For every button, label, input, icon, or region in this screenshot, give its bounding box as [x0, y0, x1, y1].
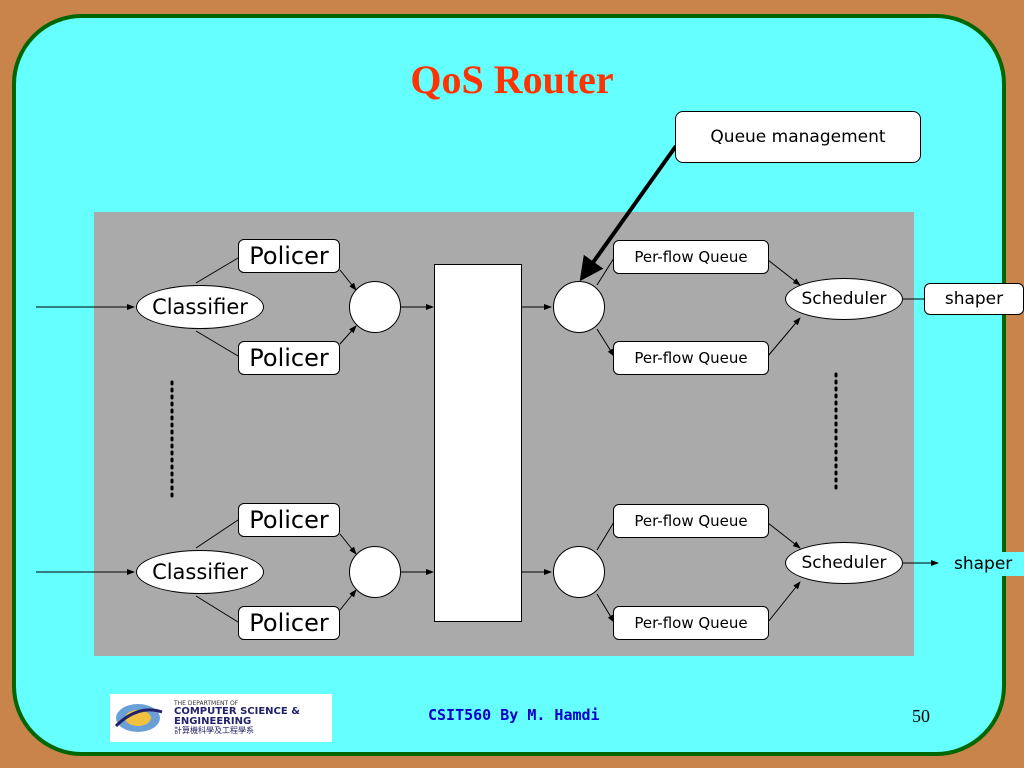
shaper-top: shaper — [924, 283, 1024, 315]
logo-line-2: COMPUTER SCIENCE & — [174, 706, 300, 717]
classifier-top: Classifier — [136, 285, 264, 329]
scheduler-top: Scheduler — [785, 278, 903, 320]
merge-node-bottom — [349, 546, 401, 598]
scheduler-bottom: Scheduler — [785, 542, 903, 584]
logo-line-3: ENGINEERING — [174, 716, 252, 727]
per-flow-queue-bottom-2: Per-flow Queue — [613, 606, 769, 640]
department-logo: THE DEPARTMENT OF COMPUTER SCIENCE & ENG… — [110, 694, 332, 742]
per-flow-queue-bottom-1: Per-flow Queue — [613, 504, 769, 538]
page-number: 50 — [912, 706, 930, 726]
queue-node-top — [553, 281, 605, 333]
policer-top-2: Policer — [238, 341, 340, 375]
policer-bottom-2: Policer — [238, 606, 340, 640]
logo-line-1: THE DEPARTMENT OF — [174, 700, 239, 707]
logo-emblem-icon — [114, 704, 163, 732]
classifier-bottom: Classifier — [136, 550, 264, 594]
per-flow-queue-top-2: Per-flow Queue — [613, 341, 769, 375]
logo-line-4: 計算機科學及工程學系 — [174, 726, 254, 735]
queue-node-bottom — [553, 546, 605, 598]
policer-bottom-1: Policer — [238, 503, 340, 537]
policer-top-1: Policer — [238, 239, 340, 273]
per-flow-queue-top-1: Per-flow Queue — [613, 240, 769, 274]
shaper-bottom: shaper — [944, 552, 1024, 576]
merge-node-top — [349, 281, 401, 333]
switch-fabric — [434, 264, 522, 622]
queue-management-callout: Queue management — [675, 111, 921, 163]
slide-title: QoS Router — [410, 57, 614, 102]
footer-credit: CSIT560 By M. Hamdi — [428, 706, 600, 724]
